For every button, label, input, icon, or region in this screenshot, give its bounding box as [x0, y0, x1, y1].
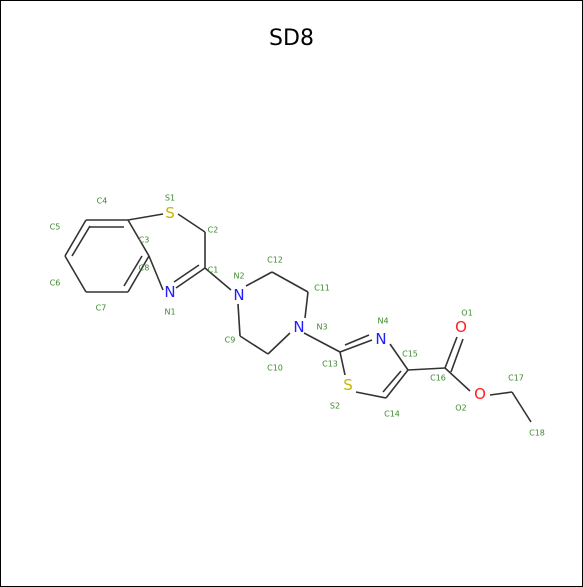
- atom-label: C4: [97, 197, 108, 206]
- atom-label: C15: [402, 350, 418, 359]
- bond: [127, 213, 164, 221]
- atom-symbols: S N N N N S O O: [164, 204, 486, 403]
- bond: [444, 367, 471, 392]
- atom-label: C9: [225, 336, 236, 345]
- atom-label: C6: [50, 279, 61, 288]
- bond: [344, 334, 370, 346]
- atom-label: C3: [139, 236, 150, 245]
- bond: [71, 225, 91, 257]
- bond: [175, 267, 206, 289]
- bond: [64, 219, 87, 257]
- diagram-title: SD8: [269, 26, 314, 51]
- bond: [385, 369, 409, 399]
- atom-label: C2: [208, 226, 219, 235]
- bond: [303, 332, 341, 353]
- bond: [127, 255, 150, 293]
- atom-label: O1: [461, 309, 472, 318]
- bond: [382, 370, 402, 393]
- bond: [237, 303, 241, 337]
- atom-label: N3: [316, 323, 327, 332]
- atom-label: C13: [322, 360, 338, 369]
- atom-label: C12: [267, 256, 283, 265]
- atom-nitrogen-n3: N: [293, 318, 304, 336]
- bond: [267, 332, 291, 355]
- atom-label: C8: [139, 264, 150, 273]
- atom-label: N1: [164, 308, 175, 317]
- atom-label: C11: [314, 284, 330, 293]
- bond-lines: [64, 213, 532, 423]
- atom-label: O2: [455, 404, 466, 413]
- bond: [355, 391, 387, 399]
- bond: [407, 367, 446, 371]
- atom-label: C16: [430, 374, 446, 383]
- atom-label: N4: [377, 317, 388, 326]
- atom-label: S2: [330, 402, 340, 411]
- bond: [148, 255, 164, 291]
- bond: [389, 343, 409, 371]
- bond: [64, 255, 87, 293]
- atom-label: C5: [50, 223, 61, 232]
- atom-label: C14: [384, 410, 400, 419]
- atom-label: C1: [208, 266, 219, 275]
- bond: [489, 391, 513, 396]
- bond: [339, 351, 346, 376]
- bond: [450, 338, 464, 373]
- atom-number-labels: S1 C2 C4 C3 C5 C8 C6 C7 C1 N1 N2 C12 C11…: [50, 194, 545, 438]
- atom-label: S1: [165, 194, 175, 203]
- bond: [245, 271, 273, 287]
- atom-sulfur-s2: S: [343, 376, 353, 394]
- atom-oxygen-o1: O: [455, 318, 467, 336]
- atom-nitrogen-n2: N: [233, 286, 244, 304]
- atom-label: N2: [233, 272, 244, 281]
- bond: [239, 335, 269, 355]
- atom-label: C17: [508, 374, 524, 383]
- bond: [123, 255, 143, 287]
- atom-oxygen-o2: O: [474, 385, 486, 403]
- bond: [177, 213, 206, 233]
- atom-nitrogen-n4: N: [375, 330, 386, 348]
- bond: [304, 291, 309, 319]
- atom-nitrogen-n1: N: [164, 283, 175, 301]
- bond: [511, 391, 532, 423]
- bond: [444, 336, 458, 369]
- bond: [127, 219, 150, 257]
- bond: [339, 339, 373, 353]
- bond: [173, 264, 200, 283]
- bond: [271, 271, 309, 293]
- atom-sulfur-s1: S: [165, 204, 175, 222]
- atom-label: C10: [267, 364, 283, 373]
- atom-label: C7: [96, 304, 107, 313]
- bond: [204, 267, 232, 291]
- atom-label: C18: [529, 429, 545, 438]
